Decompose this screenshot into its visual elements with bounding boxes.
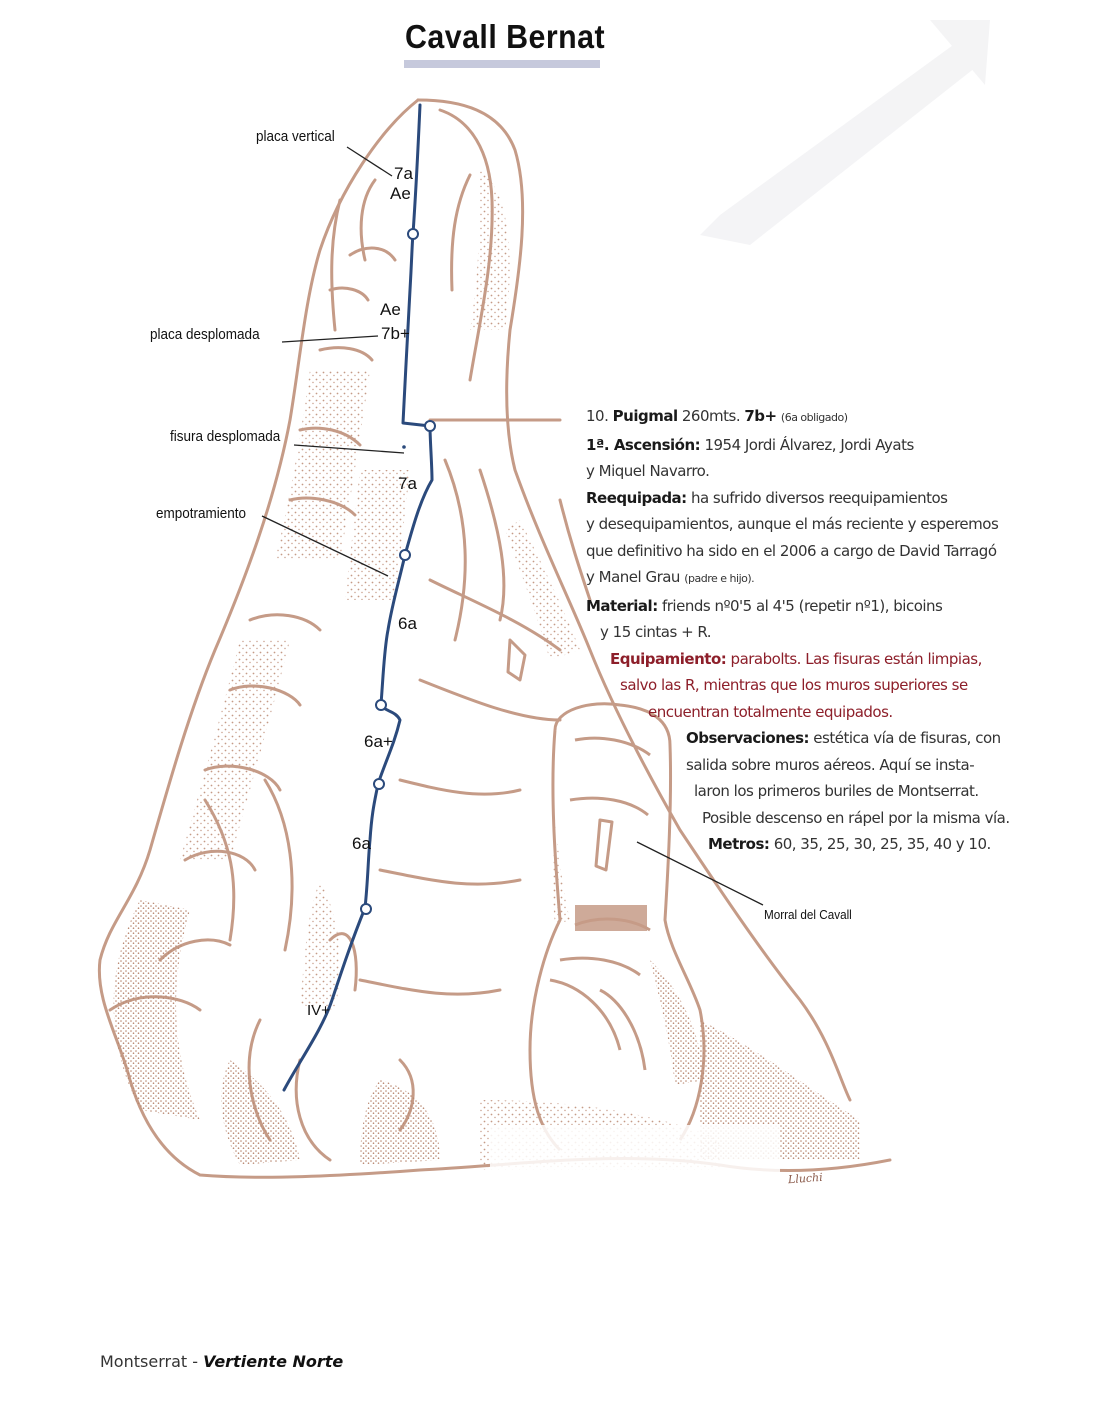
- page-footer: Montserrat - Vertiente Norte: [100, 1352, 343, 1371]
- route-header: 10. Puigmal 260mts. 7b+ (6a obligado): [586, 403, 986, 432]
- grade-label: Ae: [380, 300, 401, 319]
- material-line: Material: friends nº0'5 al 4'5 (repetir …: [586, 593, 986, 620]
- footer-face: Vertiente Norte: [203, 1352, 344, 1371]
- route-grade: 7b+: [744, 407, 777, 425]
- reequipada-note: (padre e hijo).: [684, 572, 755, 585]
- reequipada-line-4: y Manel Grau (padre e hijo).: [586, 564, 986, 593]
- page-title: Cavall Bernat: [405, 18, 606, 55]
- reequipada-label: Reequipada:: [586, 488, 687, 507]
- reequipada-line-2: y desequipamientos, aunque el más recien…: [586, 515, 999, 533]
- ascension-line: 1ª. Ascensión: 1954 Jordi Álvarez, Jordi…: [586, 432, 986, 459]
- grade-label: 6a: [352, 834, 371, 853]
- equip-label: Equipamiento:: [610, 649, 727, 668]
- ascension-label: 1ª. Ascensión:: [586, 435, 701, 454]
- callout-morral: Morral del Cavall: [764, 907, 852, 922]
- grade-label: IV+: [307, 1002, 330, 1019]
- equip-text: parabolts. Las fisuras están limpias,: [730, 649, 983, 668]
- route-name: Puigmal: [612, 407, 678, 425]
- reequipada-line: Reequipada: ha sufrido diversos reequipa…: [586, 485, 986, 512]
- route-number: 10.: [586, 407, 609, 425]
- topo-page: Cavall Bernat placa vertical placa despl…: [97, 18, 1010, 1371]
- belay-6: [407, 228, 419, 240]
- grade-label: 7b+: [381, 324, 410, 343]
- leader-placa-desplomada: [281, 335, 379, 343]
- callout-placa-desplomada: placa desplomada: [150, 326, 260, 343]
- belays: [360, 228, 436, 915]
- leader-empotramiento: [261, 515, 389, 577]
- leader-lines: [261, 146, 764, 906]
- route-piton-dot: [402, 445, 406, 449]
- ascension-text: 1954 Jordi Álvarez, Jordi Ayats: [704, 435, 914, 454]
- obs-line: Observaciones: estética vía de fisuras, …: [686, 725, 1086, 752]
- arrow-watermark: [700, 20, 990, 245]
- equip-line-2: salvo las R, mientras que los muros supe…: [620, 676, 968, 694]
- reequipada-text-4: y Manel Grau: [586, 568, 680, 586]
- material-label: Material:: [586, 596, 658, 615]
- footer-place: Montserrat -: [100, 1352, 198, 1371]
- grade-label: 6a: [398, 614, 417, 633]
- fog-patch: [490, 1125, 780, 1180]
- obs-line-4: Posible descenso en rápel por la misma v…: [702, 808, 1010, 827]
- route-obligado: (6a obligado): [780, 411, 848, 424]
- reequipada-text: ha sufrido diversos reequipamientos: [690, 488, 948, 507]
- reequipada-line-3: que definitivo ha sido en el 2006 a carg…: [586, 541, 997, 560]
- grade-label: Ae: [390, 184, 411, 203]
- metros-line: Metros: 60, 35, 25, 30, 25, 35, 40 y 10.: [708, 831, 1108, 858]
- artist-signature: Lluchi: [787, 1170, 824, 1187]
- obs-line-2: salida sobre muros aéreos. Aquí se insta…: [686, 755, 975, 774]
- callout-placa-vertical: placa vertical: [256, 128, 335, 145]
- belay-2: [373, 778, 385, 790]
- callout-empotramiento: empotramiento: [156, 505, 247, 522]
- ascension-line-2: y Miquel Navarro.: [586, 462, 710, 480]
- metros-label: Metros:: [708, 835, 770, 853]
- belay-1: [360, 903, 372, 915]
- callout-fisura-desplomada: fisura desplomada: [170, 428, 281, 445]
- route-info: 10. Puigmal 260mts. 7b+ (6a obligado) 1ª…: [586, 403, 1010, 858]
- morral-shadow: [575, 905, 647, 931]
- leader-morral: [636, 841, 764, 906]
- grade-label: 6a+: [364, 732, 393, 751]
- grade-label: 7a: [398, 474, 417, 493]
- route-length: 260mts.: [681, 407, 741, 425]
- leader-fisura-desplomada: [293, 444, 405, 454]
- rock-drawing: [97, 20, 990, 1180]
- equip-line-3: encuentran totalmente equipados.: [648, 702, 893, 721]
- material-text: friends nº0'5 al 4'5 (repetir nº1), bico…: [661, 596, 943, 615]
- equip-line: Equipamiento: parabolts. Las fisuras est…: [610, 646, 1010, 673]
- metros-text: 60, 35, 25, 30, 25, 35, 40 y 10.: [773, 835, 992, 853]
- obs-text: estética vía de fisuras, con: [813, 729, 1001, 747]
- obs-line-3: laron los primeros buriles de Montserrat…: [694, 782, 979, 800]
- material-line-2: y 15 cintas + R.: [600, 623, 712, 641]
- belay-5: [424, 420, 436, 432]
- belay-4: [399, 549, 411, 561]
- grade-label: 7a: [394, 164, 413, 183]
- belay-3: [375, 699, 387, 711]
- obs-label: Observaciones:: [686, 729, 810, 747]
- leader-placa-vertical: [346, 146, 393, 177]
- title-underline: [404, 60, 600, 68]
